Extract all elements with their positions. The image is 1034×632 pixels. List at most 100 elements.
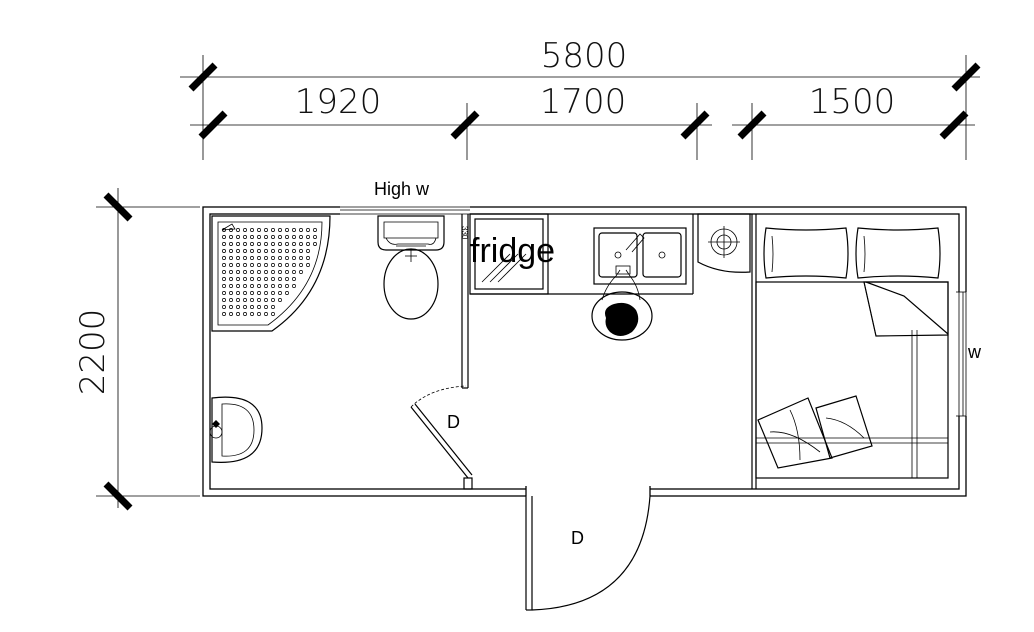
shower-dot — [285, 291, 289, 295]
shower-dot — [264, 277, 268, 281]
shower-dot — [271, 284, 275, 288]
shower-dot — [292, 242, 296, 246]
shower-dot — [236, 298, 240, 302]
shower-dot — [236, 249, 240, 253]
shower-dot — [243, 249, 247, 253]
shower-dot — [243, 256, 247, 260]
shower-dot — [236, 235, 240, 239]
shower-dot — [299, 256, 303, 260]
shower-dot — [236, 256, 240, 260]
shower-dot — [271, 270, 275, 274]
shower-dot — [229, 291, 233, 295]
shower-dot — [257, 263, 261, 267]
exterior-walls — [202, 204, 968, 500]
shower-dot — [264, 235, 268, 239]
shower-dot — [222, 235, 226, 239]
shower-dot — [222, 242, 226, 246]
shower-dot — [257, 277, 261, 281]
entry-door-label: D — [571, 528, 584, 548]
dim-overall-label: 5800 — [541, 36, 628, 76]
shower-dot — [264, 228, 268, 232]
shower-dot — [250, 291, 254, 295]
shower-dot — [229, 305, 233, 309]
shower-dot — [285, 242, 289, 246]
shower-dot — [250, 263, 254, 267]
shower-dot — [306, 256, 310, 260]
shower-dot — [257, 242, 261, 246]
dim-tick — [951, 62, 981, 92]
shower-dot — [292, 235, 296, 239]
shower-dot — [236, 284, 240, 288]
shower-dot — [285, 284, 289, 288]
shower-dot — [278, 249, 282, 253]
shower-dot — [229, 235, 233, 239]
shower-dot — [250, 256, 254, 260]
shower-dot — [271, 277, 275, 281]
shower-dot — [250, 235, 254, 239]
shower-dot — [229, 298, 233, 302]
person-head — [605, 302, 639, 336]
shower-dot — [278, 228, 282, 232]
shower-dot — [222, 249, 226, 253]
shower-dot — [292, 270, 296, 274]
shower-dot — [236, 242, 240, 246]
shower-dot — [250, 249, 254, 253]
shower-dot — [236, 277, 240, 281]
dimension-segments: 1920 1700 1500 — [190, 82, 975, 160]
shower-dot — [257, 305, 261, 309]
shower-dot — [222, 312, 226, 316]
shower-dot — [299, 249, 303, 253]
shower-dot — [264, 284, 268, 288]
person-figure — [591, 265, 653, 341]
dim-tick — [198, 110, 228, 140]
shower-dot — [271, 263, 275, 267]
shower-dot — [236, 305, 240, 309]
shower-dot — [243, 242, 247, 246]
shower-dot — [292, 263, 296, 267]
shower-dot — [222, 284, 226, 288]
dim-seg3-label: 1500 — [809, 82, 896, 122]
shower-dot — [278, 263, 282, 267]
dimension-height: 2200 — [73, 188, 200, 511]
shower-dot — [243, 235, 247, 239]
shower-dot — [229, 284, 233, 288]
shower-dot — [257, 235, 261, 239]
shower-dot — [306, 249, 310, 253]
shower-dot — [264, 242, 268, 246]
shower-dot — [271, 312, 275, 316]
shower-dot — [257, 249, 261, 253]
shower-dot — [236, 312, 240, 316]
shower-dot — [292, 256, 296, 260]
shower-dot — [299, 270, 303, 274]
shower-dot — [222, 291, 226, 295]
shower-dot — [292, 277, 296, 281]
shower-dot — [257, 312, 261, 316]
pillow — [763, 227, 849, 279]
shower-dot — [306, 228, 310, 232]
shower-dot — [313, 228, 317, 232]
entry-door: D — [525, 495, 651, 611]
shower-dot — [243, 312, 247, 316]
shower-dot — [285, 270, 289, 274]
shower-dot — [264, 263, 268, 267]
pillow — [855, 227, 941, 279]
shower-dot — [243, 305, 247, 309]
shower-tray — [211, 215, 331, 332]
cushion — [757, 397, 833, 469]
shower-dot — [243, 298, 247, 302]
shower-dot — [278, 235, 282, 239]
shower-dot — [250, 284, 254, 288]
shower-dot — [250, 242, 254, 246]
high-window-label: High w — [374, 179, 430, 199]
shower-dot — [236, 263, 240, 267]
shower-dot — [229, 228, 233, 232]
shower-dot — [292, 249, 296, 253]
shower-dot — [229, 256, 233, 260]
shower-dot — [250, 312, 254, 316]
shower-dot — [271, 256, 275, 260]
shower-dot — [243, 228, 247, 232]
shower-dot — [292, 228, 296, 232]
shower-dot — [271, 235, 275, 239]
dim-tick — [939, 110, 969, 140]
small-dim-label: 330 — [460, 226, 469, 240]
